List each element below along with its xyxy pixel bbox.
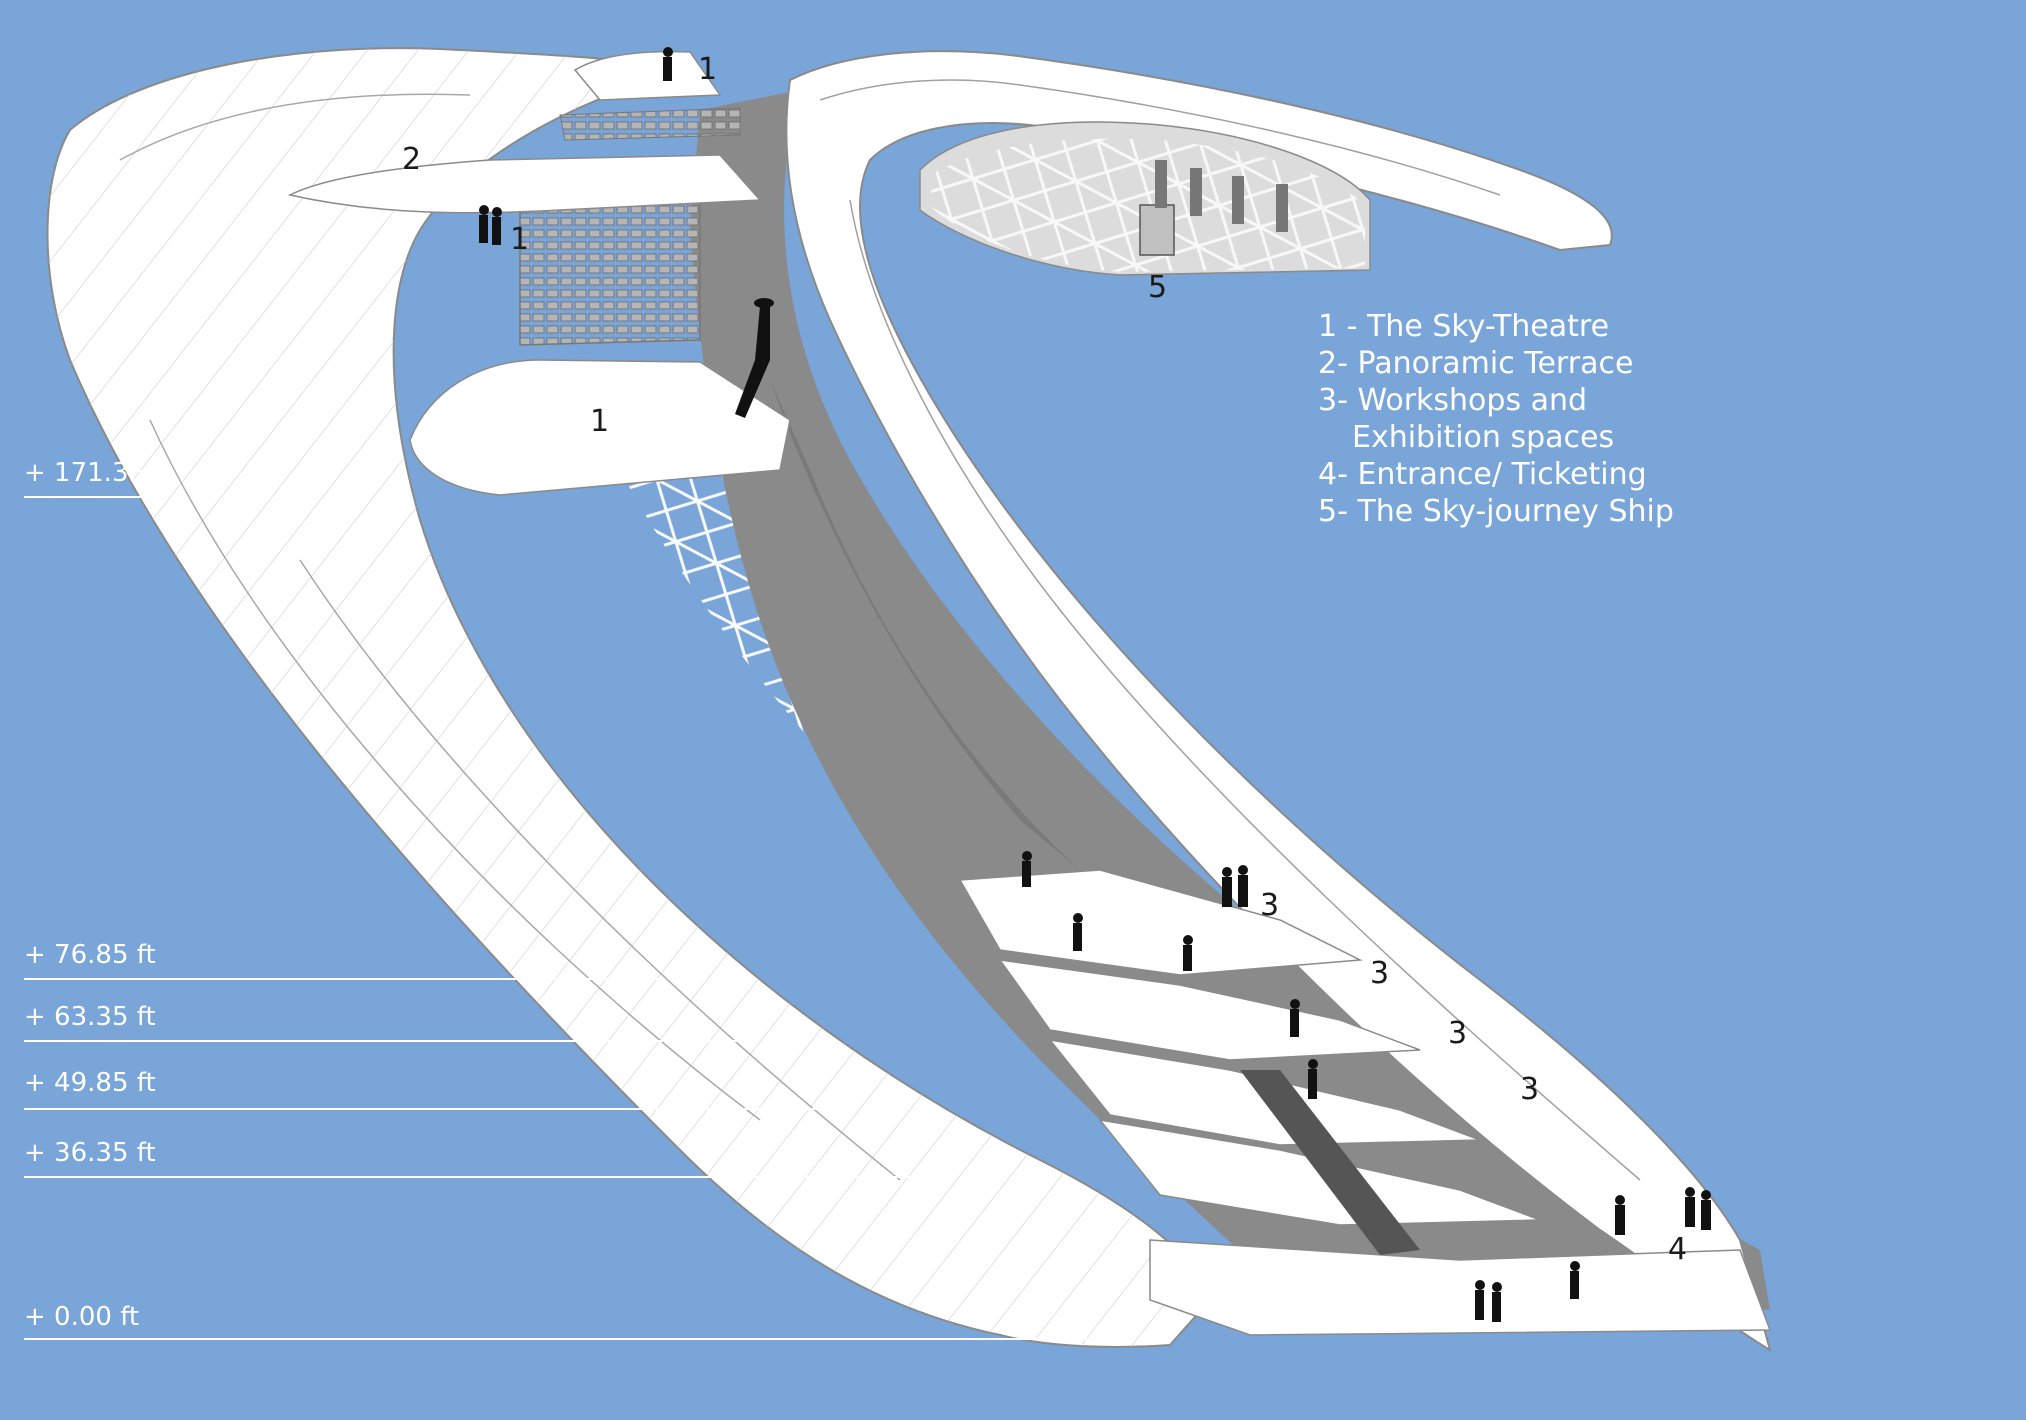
level-line <box>24 978 660 980</box>
marker-workshop: 3 <box>1520 1072 1540 1107</box>
level-line <box>24 1108 819 1110</box>
entrance-floor <box>1149 1239 1772 1336</box>
marker-entrance: 4 <box>1668 1232 1688 1267</box>
legend-item: Exhibition spaces <box>1352 420 1615 455</box>
level-line <box>24 1040 749 1042</box>
panoramic-terrace <box>287 154 762 214</box>
marker-sky-theatre: 1 <box>590 404 610 439</box>
level-label: + 36.35 ft <box>24 1138 156 1168</box>
sky-theatre-platform <box>409 359 791 496</box>
level-label: + 171.35 ft <box>24 458 173 488</box>
legend: 1 - The Sky-Theatre 2- Panoramic Terrace… <box>1318 308 1674 530</box>
interior-hall <box>690 90 1770 1310</box>
level-label: + 0.00 ft <box>24 1302 140 1332</box>
legend-item: 4- Entrance/ Ticketing <box>1318 457 1647 492</box>
escalator <box>1240 1070 1420 1255</box>
marker-sky-journey-ship: 5 <box>1148 270 1168 305</box>
level-label: + 49.85 ft <box>24 1068 156 1098</box>
people-silhouettes <box>479 47 1711 1322</box>
level-line <box>24 1338 1128 1340</box>
workshop-floor <box>998 959 1421 1061</box>
legend-item: 5- The Sky-journey Ship <box>1318 494 1674 529</box>
marker-panoramic-terrace: 2 <box>402 142 422 177</box>
marker-workshop: 3 <box>1260 888 1280 923</box>
right-arm-shell <box>785 50 1772 1353</box>
theatre-seating <box>519 199 701 346</box>
marker-sky-theatre: 1 <box>510 222 530 257</box>
marker-workshop: 3 <box>1370 956 1390 991</box>
level-line <box>24 1176 914 1178</box>
marker-sky-theatre: 1 <box>698 52 718 87</box>
level-line <box>24 496 160 498</box>
legend-item: 2- Panoramic Terrace <box>1318 346 1634 381</box>
legend-item: 1 - The Sky-Theatre <box>1318 309 1610 344</box>
legend-item: 3- Workshops and <box>1318 383 1588 418</box>
level-label: + 63.35 ft <box>24 1002 156 1032</box>
workshop-floor <box>958 869 1363 976</box>
marker-workshop: 3 <box>1448 1016 1468 1051</box>
level-label: + 76.85 ft <box>24 940 156 970</box>
